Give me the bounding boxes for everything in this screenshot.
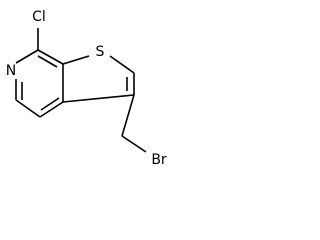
bonds [15,28,147,153]
atom-label-nitrogen: N [6,63,16,79]
bond-c3-c3a [62,94,135,103]
bond-c7a-c7 [37,49,64,65]
bond-c3-ch2 [121,94,135,137]
bond-s1-c2 [109,55,135,74]
bond-c7a-s1 [62,55,90,65]
bond-c4-c3a-inner [40,97,60,111]
bond-c5-c4 [15,99,41,118]
molecule-structure: Cl N S Br [6,9,167,168]
atom-label-bromine: Br [151,152,167,168]
bond-c7a-c7-inner [37,55,58,68]
atom-label-sulfur: S [96,44,105,60]
atom-label-chlorine: Cl [32,9,46,25]
atom-labels: Cl N S Br [6,9,167,168]
bond-ch2-br [121,135,147,153]
bond-c4-c3a [39,101,64,118]
bond-c7-n6 [15,49,39,64]
